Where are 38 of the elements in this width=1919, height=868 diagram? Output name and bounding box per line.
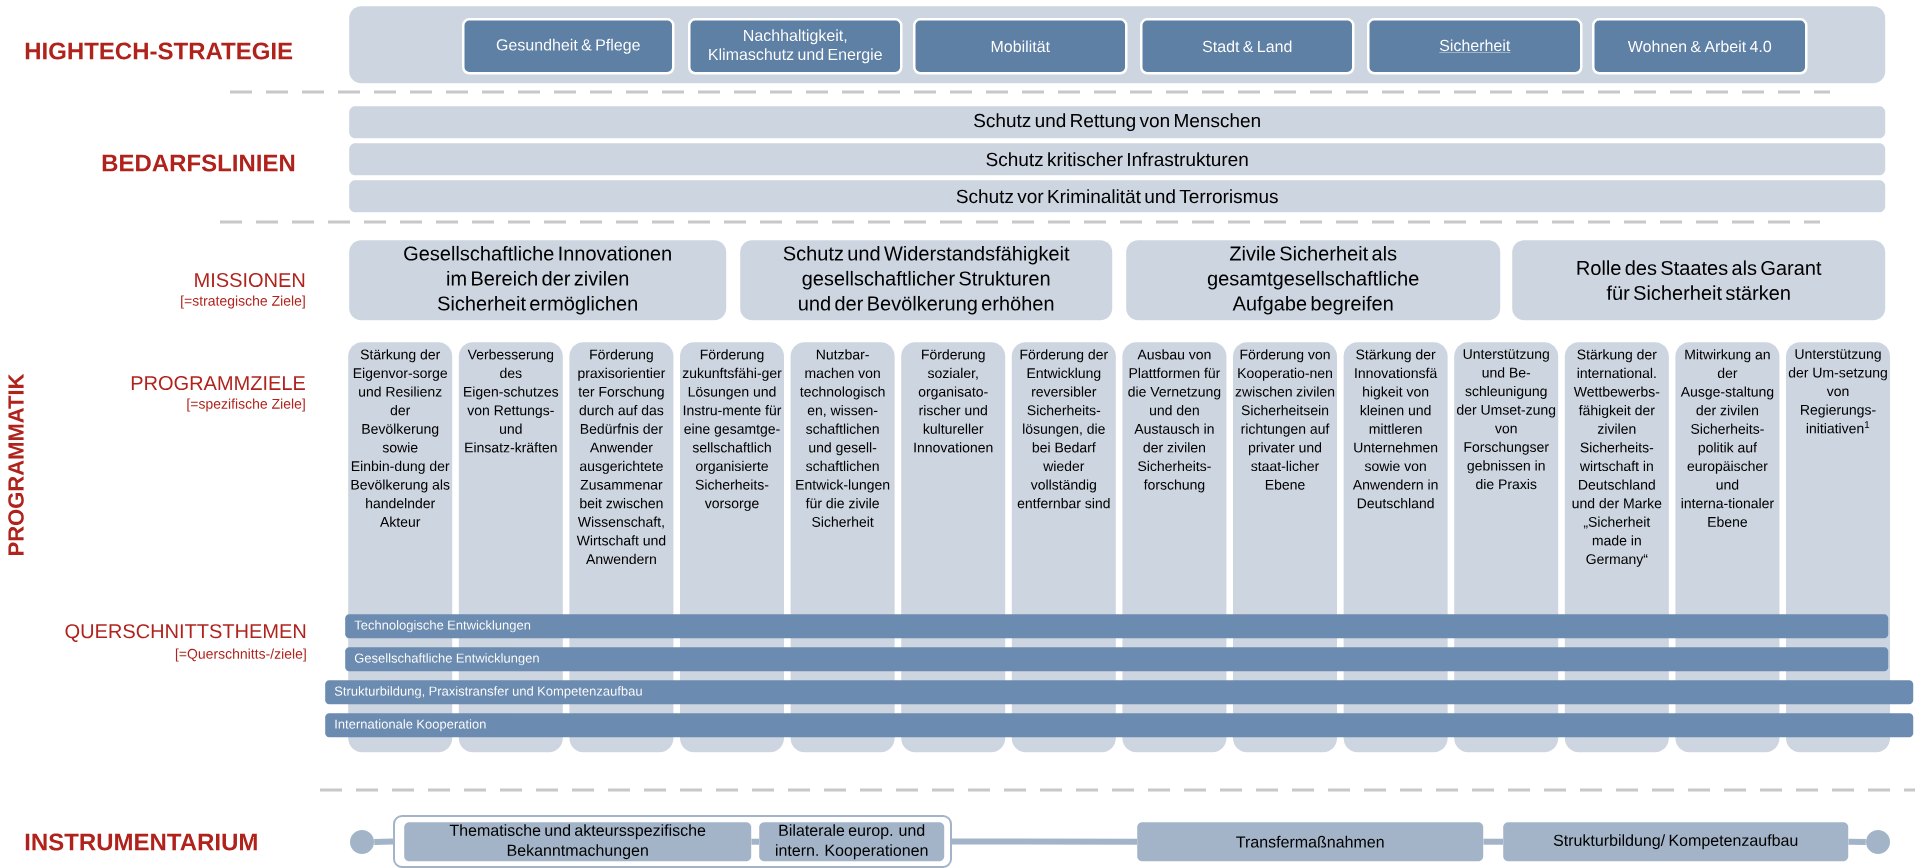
section-heading: HIGHTECH-STRATEGIE <box>25 42 293 60</box>
section-heading: PROGRAMMATIK <box>8 373 24 555</box>
topic-box: Stadt & Land <box>1140 18 1355 75</box>
connector-line <box>1848 838 1866 845</box>
instrument-box: Transfermaßnahmen <box>1137 822 1484 862</box>
level-note: [=spezifische Ziele] <box>187 398 305 412</box>
theme-bar: Technologische Entwicklungen <box>345 614 1889 639</box>
connector-line <box>374 838 394 845</box>
need-band: Schutz kritischer Infrastrukturen <box>349 143 1886 176</box>
instrument-box: Strukturbildung/ Kompetenzaufbau <box>1503 822 1849 862</box>
section-heading: BEDARFSLINIEN <box>102 154 295 172</box>
connector-line <box>1483 838 1503 845</box>
level-heading: QUERSCHNITTSTHEMEN <box>65 624 306 642</box>
theme-bar: Internationale Kooperation <box>325 713 1914 738</box>
end-circle <box>350 830 374 854</box>
topic-box: Mobilität <box>913 18 1128 75</box>
section-heading: INSTRUMENTARIUM <box>25 833 257 851</box>
mission-box: Rolle des Staates als Garant für Sicherheit stärken <box>1512 240 1886 321</box>
topic-box: Nachhaltigkeit, Klimaschutz und Energie <box>688 18 903 75</box>
mission-box: Gesellschaftliche Innovationen im Bereich der zivilen Sicherheit ermöglichen <box>349 240 727 321</box>
instrument-box: Bilaterale europ. und intern. Kooperationen <box>759 822 945 862</box>
end-circle <box>1866 830 1890 854</box>
topic-box: Gesundheit & Pflege <box>462 18 675 75</box>
level-heading: PROGRAMMZIELE <box>131 375 305 391</box>
theme-bar: Gesellschaftliche Entwicklungen <box>345 647 1889 672</box>
topic-box: Sicherheit <box>1367 18 1583 75</box>
connector-line <box>952 838 1137 845</box>
connector-line <box>751 838 759 845</box>
mission-box: Schutz und Widerstandsfähigkeit gesellschaftlicher Strukturen und der Bevölkerung erhöhen <box>740 240 1113 321</box>
level-note: [=strategische Ziele] <box>181 295 305 309</box>
level-heading: MISSIONEN <box>195 272 305 288</box>
instrument-box: Thematische und akteursspezifische Bekanntmachungen <box>404 822 752 862</box>
mission-box: Zivile Sicherheit als gesamtgesellschaftliche Aufgabe begreifen <box>1126 240 1501 321</box>
theme-bar: Strukturbildung, Praxistransfer und Kompetenzaufbau <box>325 680 1914 705</box>
need-band: Schutz vor Kriminalität und Terrorismus <box>349 180 1886 213</box>
need-band: Schutz und Rettung von Menschen <box>349 106 1886 139</box>
topic-box: Wohnen & Arbeit 4.0 <box>1592 18 1808 75</box>
level-note: [=Querschnitts-/ziele] <box>175 648 306 662</box>
